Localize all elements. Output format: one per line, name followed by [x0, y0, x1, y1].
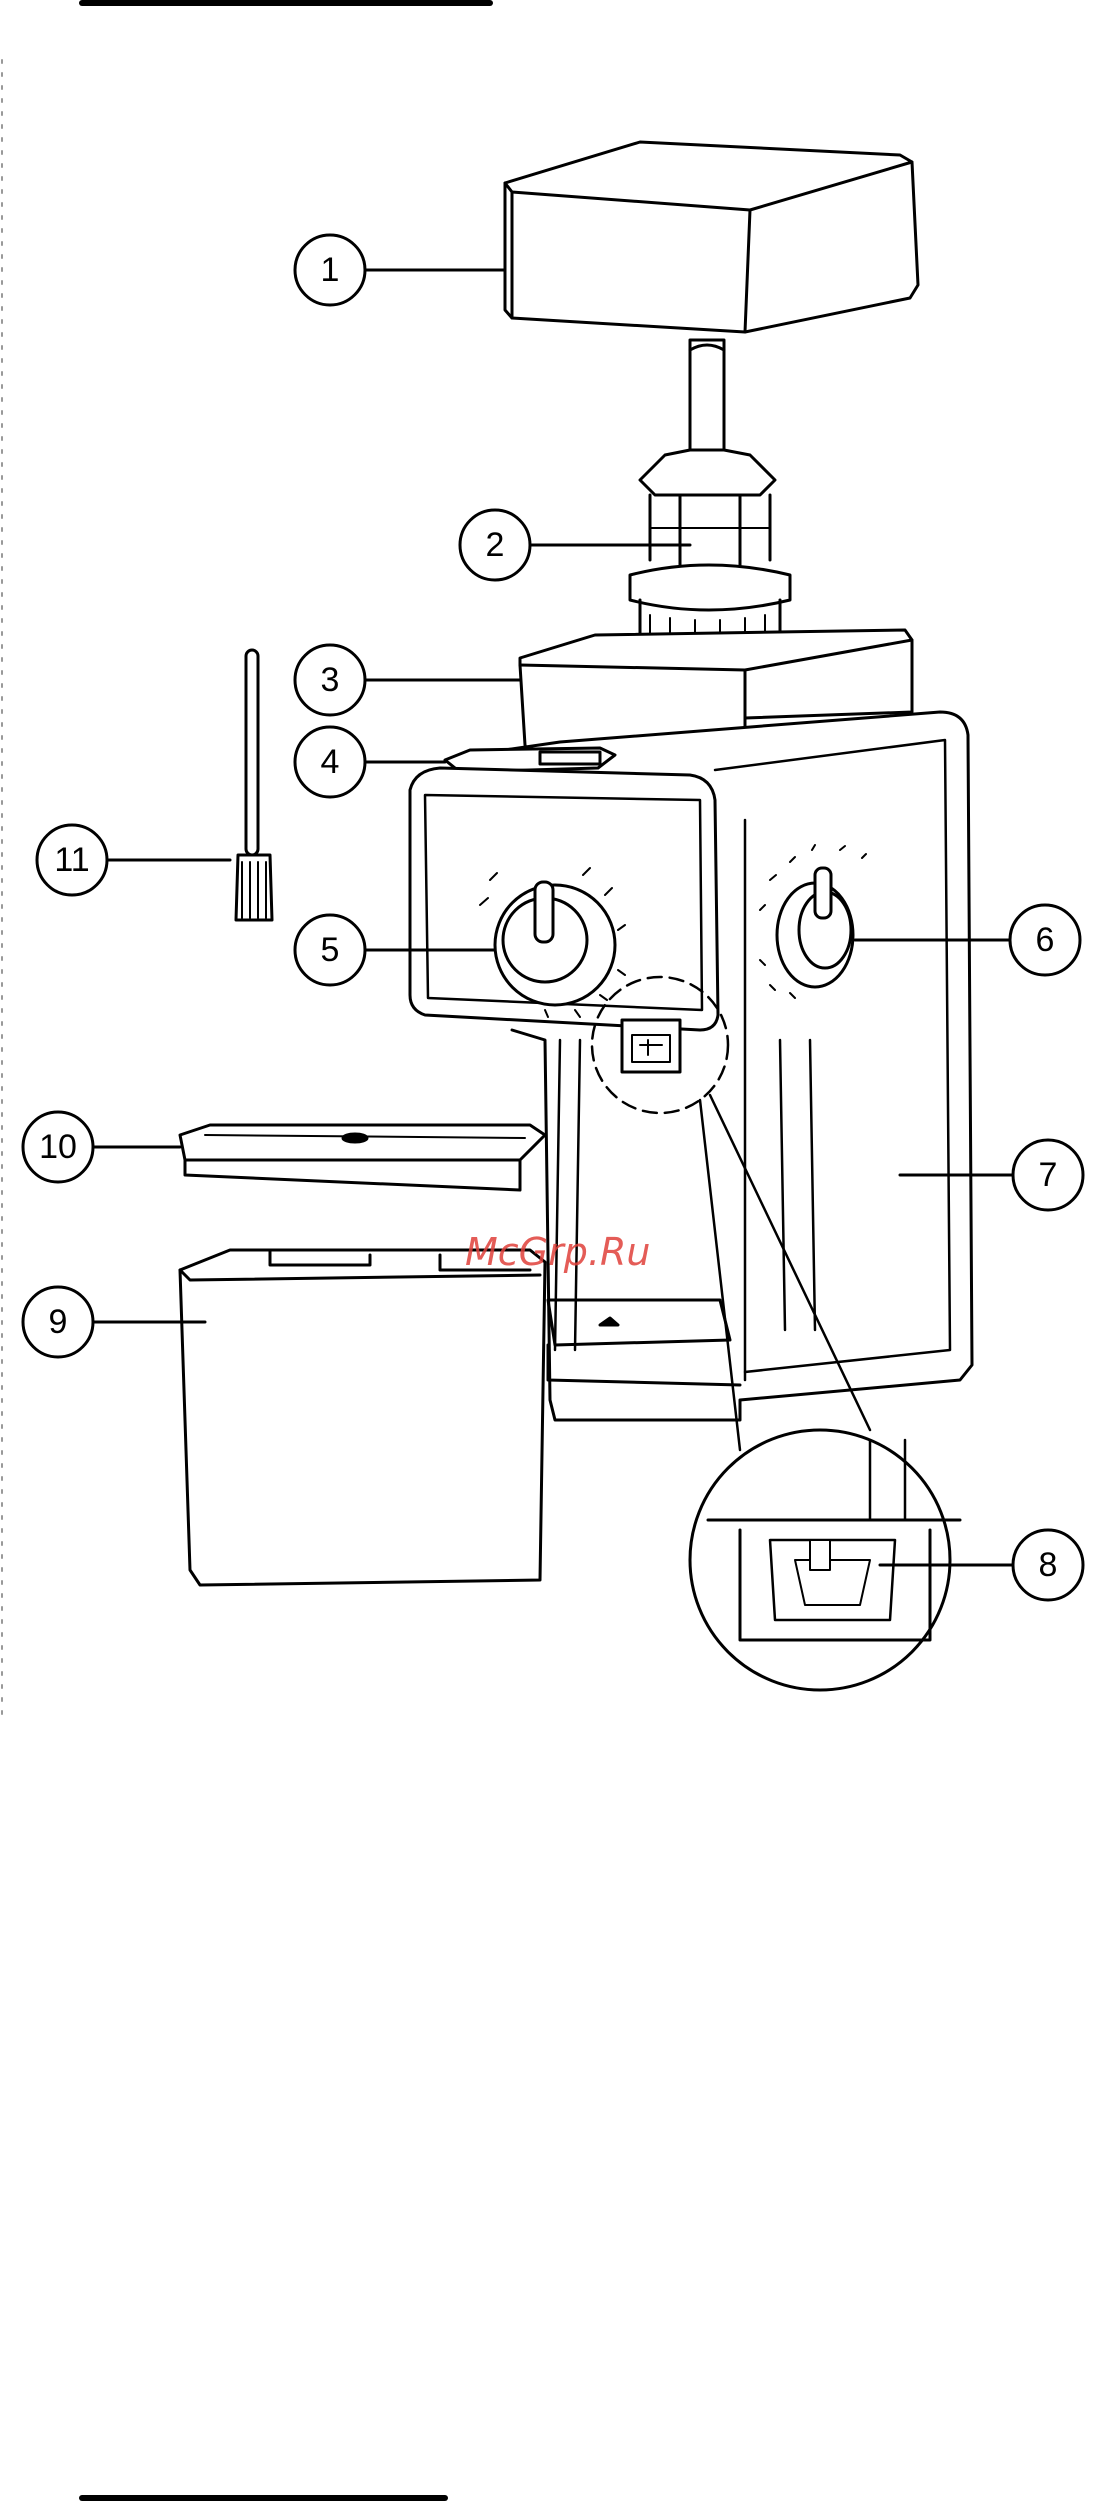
callout-8: 8 — [1013, 1530, 1083, 1600]
callout-3: 3 — [295, 645, 365, 715]
callout-4: 4 — [295, 727, 365, 797]
svg-text:10: 10 — [39, 1128, 77, 1166]
svg-text:2: 2 — [486, 526, 505, 564]
callout-7: 7 — [1013, 1140, 1083, 1210]
callout-11: 11 — [37, 825, 107, 895]
svg-text:1: 1 — [321, 251, 340, 289]
svg-text:11: 11 — [54, 841, 89, 879]
svg-text:6: 6 — [1036, 921, 1055, 959]
svg-text:4: 4 — [321, 743, 340, 781]
callout-2: 2 — [460, 510, 530, 580]
watermark: McGrp.Ru — [465, 1230, 650, 1274]
callout-5: 5 — [295, 915, 365, 985]
callout-10: 10 — [23, 1112, 93, 1182]
svg-text:7: 7 — [1039, 1156, 1058, 1194]
svg-text:9: 9 — [49, 1303, 68, 1341]
svg-text:3: 3 — [321, 661, 340, 699]
svg-text:5: 5 — [321, 931, 340, 969]
callout-6: 6 — [1010, 905, 1080, 975]
callout-9: 9 — [23, 1287, 93, 1357]
svg-text:8: 8 — [1039, 1546, 1058, 1584]
callout-1: 1 — [295, 235, 365, 305]
